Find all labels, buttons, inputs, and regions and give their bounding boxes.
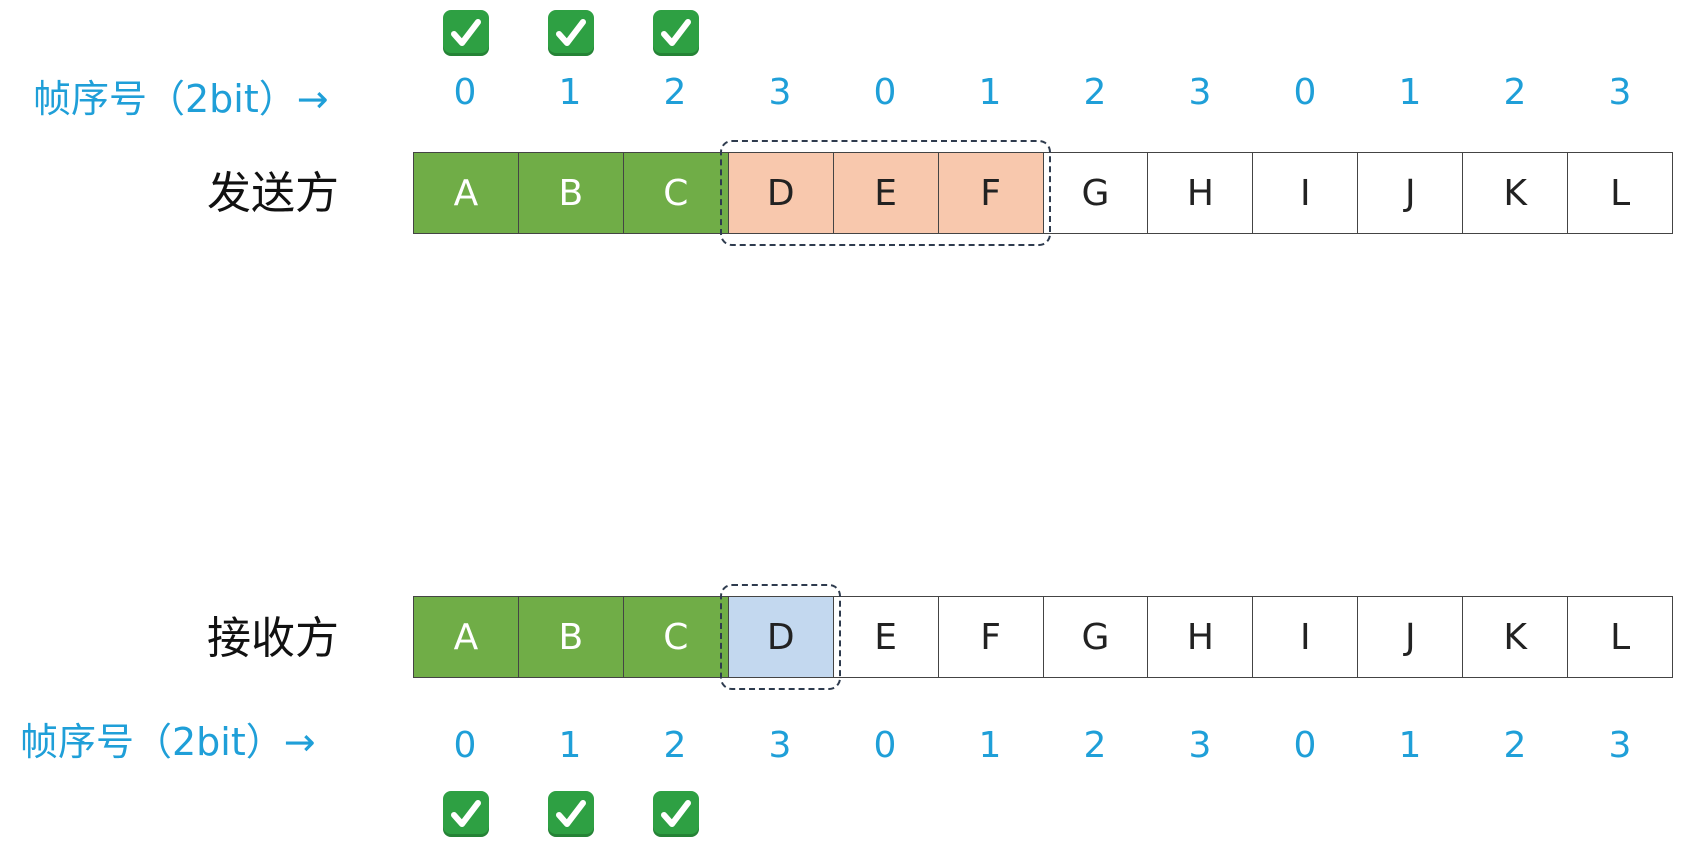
sender-frame-C: C [623, 153, 729, 233]
receiver-seq-number: 1 [1398, 725, 1422, 766]
check-mark-icon [547, 10, 594, 56]
sender-frame-B: B [518, 153, 624, 233]
receiver-frame-G: G [1043, 597, 1149, 677]
sender-seq-number: 1 [978, 72, 1002, 113]
receiver-seq-number: 2 [1503, 725, 1527, 766]
check-mark-icon [442, 791, 489, 837]
sender-seq-number: 3 [1608, 72, 1632, 113]
receiver-seq-number: 1 [558, 725, 582, 766]
receiver-frame-L: L [1568, 597, 1673, 677]
receiver-frame-K: K [1463, 597, 1569, 677]
receiver-seq-number: 2 [663, 725, 687, 766]
sender-seq-number: 3 [768, 72, 792, 113]
receiver-frame-F: F [938, 597, 1044, 677]
receiver-seq-number: 0 [873, 725, 897, 766]
receiver-seq-number: 3 [1188, 725, 1212, 766]
receiver-seq-number: 0 [1293, 725, 1317, 766]
sender-frame-A: A [414, 153, 519, 233]
sender-frame-L: L [1568, 153, 1673, 233]
sender-frame-E: E [833, 153, 939, 233]
sender-seq-number: 2 [1083, 72, 1107, 113]
sender-frame-J: J [1358, 153, 1464, 233]
receiver-frame-I: I [1253, 597, 1359, 677]
receiver-frame-D: D [728, 597, 834, 677]
receiver-seq-number: 3 [768, 725, 792, 766]
sender-seq-number: 0 [453, 72, 477, 113]
sender-seq-number: 2 [663, 72, 687, 113]
sender-frame-K: K [1463, 153, 1569, 233]
receiver-frame-B: B [518, 597, 624, 677]
sender-frame-G: G [1043, 153, 1149, 233]
receiver-frame-A: A [414, 597, 519, 677]
receiver-seq-number: 0 [453, 725, 477, 766]
receiver-seq-number: 2 [1083, 725, 1107, 766]
receiver-seq-number: 3 [1608, 725, 1632, 766]
check-mark-icon [652, 791, 699, 837]
receiver-frame-J: J [1358, 597, 1464, 677]
sender-seq-label: 帧序号（2bit）→ [33, 77, 329, 121]
sender-seq-number: 1 [558, 72, 582, 113]
receiver-seq-number: 1 [978, 725, 1002, 766]
receiver-frame-E: E [833, 597, 939, 677]
check-mark-icon [652, 10, 699, 56]
sender-frame-F: F [938, 153, 1044, 233]
sender-seq-number: 1 [1398, 72, 1422, 113]
receiver-frame-C: C [623, 597, 729, 677]
check-mark-icon [547, 791, 594, 837]
sender-label: 发送方 [207, 168, 339, 219]
sender-frame-H: H [1148, 153, 1254, 233]
sender-frame-D: D [728, 153, 834, 233]
sender-seq-number: 0 [1293, 72, 1317, 113]
receiver-seq-label: 帧序号（2bit）→ [20, 720, 316, 764]
sender-frame-I: I [1253, 153, 1359, 233]
check-mark-icon [442, 10, 489, 56]
receiver-label: 接收方 [207, 613, 339, 664]
receiver-frame-H: H [1148, 597, 1254, 677]
sender-seq-number: 0 [873, 72, 897, 113]
sender-seq-number: 2 [1503, 72, 1527, 113]
sender-seq-number: 3 [1188, 72, 1212, 113]
